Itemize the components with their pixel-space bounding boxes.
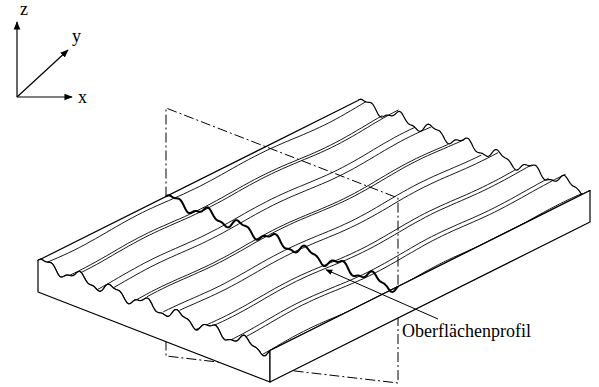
cutting-plane-edge	[166, 108, 398, 287]
front-face	[38, 259, 270, 382]
leader-line	[326, 270, 438, 319]
side-face	[270, 191, 590, 383]
coordinate-axes	[17, 22, 72, 97]
groove-line	[63, 116, 382, 279]
groove-line	[130, 145, 448, 304]
groove-line	[47, 102, 367, 263]
leader-arrow	[326, 270, 438, 319]
surface-profile-line	[166, 195, 398, 292]
y-axis	[17, 50, 68, 97]
callout-label: Oberflächenprofil	[402, 322, 531, 342]
groove-line	[196, 170, 515, 330]
cutting-plane-upper	[166, 108, 398, 292]
axis-label: y	[72, 27, 81, 47]
x-axis	[17, 96, 72, 97]
axis-label: z	[20, 0, 28, 20]
z-axis	[16, 22, 17, 97]
workpiece-slab	[38, 99, 590, 382]
axis-label: x	[78, 88, 87, 108]
